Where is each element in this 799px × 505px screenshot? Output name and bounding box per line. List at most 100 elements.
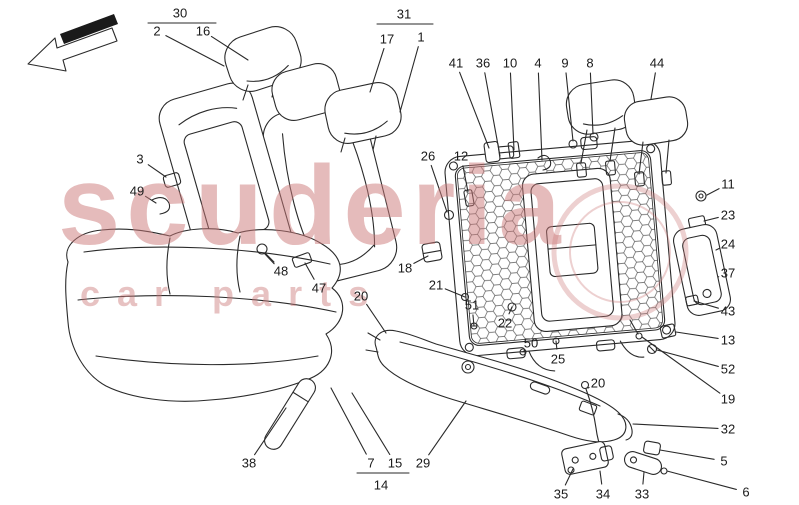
leader-line-15 [351,392,391,456]
callout-33[interactable]: 33 [634,486,650,502]
leader-line-9 [565,72,574,142]
callout-35[interactable]: 35 [553,486,569,502]
leader-line-23 [703,216,719,222]
callout-1[interactable]: 1 [417,29,425,45]
leader-line-36 [484,72,501,157]
leader-line-25 [555,340,558,350]
side-panel-parts [629,190,731,355]
callout-20[interactable]: 20 [590,375,606,391]
callout-31[interactable]: 31 [396,6,412,22]
clip-parts-left [151,172,182,215]
callout-24[interactable]: 24 [720,236,736,252]
callout-8[interactable]: 8 [586,55,594,71]
direction-arrow-icon [27,14,118,72]
callout-52[interactable]: 52 [720,361,736,377]
leader-line-51 [472,314,475,327]
seat-cushion [65,228,344,450]
callout-18[interactable]: 18 [397,260,413,276]
headrest-4 [565,79,637,135]
callout-11[interactable]: 11 [721,176,735,192]
callout-14[interactable]: 14 [373,477,389,493]
callout-36[interactable]: 36 [475,55,491,71]
callout-26[interactable]: 26 [420,148,436,164]
callout-22[interactable]: 22 [497,315,513,331]
callout-23[interactable]: 23 [720,207,736,223]
leader-line-2 [165,35,225,67]
leader-line-48 [263,252,275,265]
leader-line-32 [632,423,719,430]
callout-48[interactable]: 48 [273,263,289,279]
under-seat-duct [365,329,627,443]
headrest-2 [271,63,341,121]
callout-17[interactable]: 17 [379,31,395,47]
leader-line-11 [706,188,720,196]
leader-line-47 [304,262,315,280]
release-lever [623,451,663,475]
leader-line-24 [715,247,720,251]
callout-7[interactable]: 7 [367,455,375,471]
latch-cable-parts [561,380,668,475]
leader-line-19 [641,336,721,394]
leader-line-3 [147,164,167,178]
callout-5[interactable]: 5 [720,453,728,469]
callout-43[interactable]: 43 [720,303,736,319]
leader-line-38 [254,407,287,456]
callout-49[interactable]: 49 [129,183,145,199]
leader-line-52 [656,349,719,367]
leader-line-20 [587,386,590,389]
leader-line-5 [659,449,715,460]
callout-3[interactable]: 3 [136,151,144,167]
callout-30[interactable]: 30 [172,5,188,21]
headrest-3 [324,82,402,144]
callout-20[interactable]: 20 [353,288,369,304]
callout-51[interactable]: 51 [464,297,480,313]
leader-line-21 [444,288,466,298]
callout-34[interactable]: 34 [595,486,611,502]
callout-29[interactable]: 29 [415,455,431,471]
callout-10[interactable]: 10 [502,55,518,71]
callout-50[interactable]: 50 [523,335,539,351]
leader-line-12 [462,165,469,193]
headrest-5 [623,96,689,146]
headrests-right [565,79,689,187]
callout-13[interactable]: 13 [720,332,736,348]
leader-line-20 [366,303,387,334]
callout-44[interactable]: 44 [649,55,665,71]
callout-38[interactable]: 38 [241,455,257,471]
callout-47[interactable]: 47 [311,280,327,296]
leader-line-4 [537,72,543,161]
latch-bracket [561,441,614,475]
leader-line-44 [650,72,656,100]
callout-4[interactable]: 4 [534,55,542,71]
side-trim-panel [673,224,731,316]
leader-line-41 [459,71,490,149]
cushion-side-trim [264,378,316,450]
leader-line-29 [428,400,467,456]
leader-line-18 [413,255,429,264]
headrests-left [224,26,402,153]
leader-line-43 [693,300,719,309]
callout-37[interactable]: 37 [720,265,736,281]
leader-line-34 [599,470,603,485]
leader-line-1 [399,46,419,113]
callout-15[interactable]: 15 [387,455,403,471]
callout-16[interactable]: 16 [195,23,211,39]
callout-21[interactable]: 21 [428,277,444,293]
leader-lines [144,22,737,490]
callout-2[interactable]: 2 [153,23,161,39]
callout-9[interactable]: 9 [561,55,569,71]
callout-19[interactable]: 19 [720,391,736,407]
callout-41[interactable]: 41 [448,55,464,71]
callout-25[interactable]: 25 [550,351,566,367]
callout-32[interactable]: 32 [720,421,736,437]
callout-6[interactable]: 6 [742,484,750,500]
leader-line-7 [330,387,367,455]
callout-12[interactable]: 12 [453,148,469,164]
leader-line-17 [369,47,385,93]
leader-line-22 [508,306,513,315]
leader-line-49 [144,195,157,204]
leader-line-6 [666,470,737,490]
leader-line-8 [589,72,594,135]
